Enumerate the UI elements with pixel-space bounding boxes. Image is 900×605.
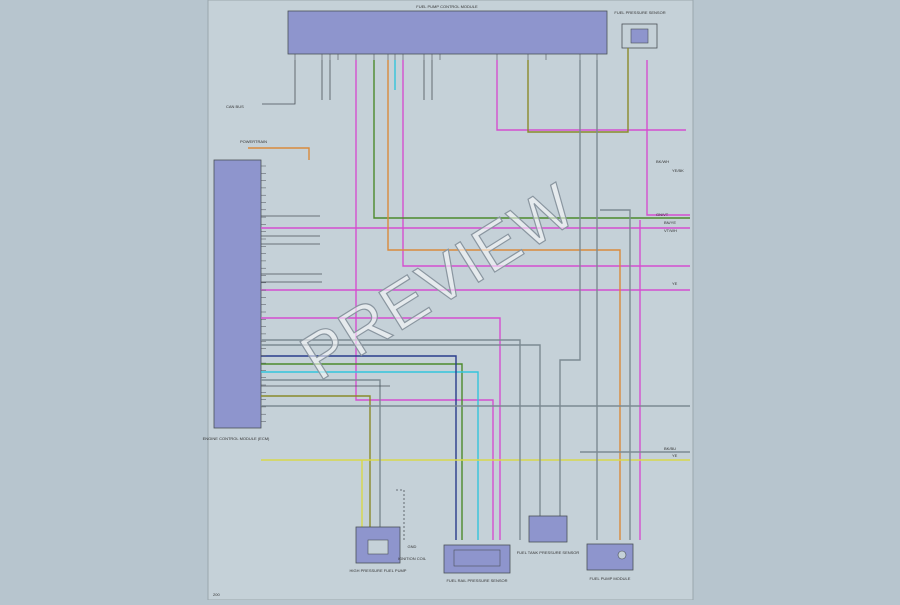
component-fuel-rail-sensor-inner [453,549,501,567]
wire-label-right-2: YE/BK [672,168,684,173]
wire-navy-1 [261,355,457,540]
component-fuel-tank-sensor [528,515,568,543]
wire-magenta-7 [261,317,501,540]
wire-label-right-1: BK/WH [656,159,669,164]
top-connector-pins [294,54,598,60]
fuel-pressure-sensor-inner [630,28,649,44]
wire-olive-2 [261,395,371,540]
component-fuel-tank-sensor-label: FUEL TANK PRESSURE SENSOR [517,550,580,555]
component-high-pressure-pump-inner [367,539,389,555]
component-fuel-rail-sensor [443,544,511,574]
fuel-pump-control-module-label: FUEL PUMP CONTROL MODULE [416,4,478,9]
component-ignition-coil-label: IGNITION COIL [398,556,427,561]
ground-label: GND [408,544,417,549]
component-high-pressure-pump-label: HIGH PRESSURE FUEL PUMP [350,568,407,573]
component-fuel-rail-sensor-label: FUEL RAIL PRESSURE SENSOR [446,578,507,583]
wire-label-right-5: VT/WH [664,228,677,233]
engine-control-module [213,159,262,429]
right-wire-labels: BK/WH YE/BK GN/VT BN/YE VT/WH YE BK/BU Y… [226,104,684,458]
wire-dark-12 [396,489,405,540]
wire-orange-2 [387,60,621,540]
wire-gray-4 [261,339,521,540]
wire-gray-7 [600,209,631,540]
wire-green-1 [373,60,690,219]
page-number: 200 [213,592,220,597]
fuel-pump-control-module [287,10,608,55]
wire-label-left-ref: CAN BUS [226,104,244,109]
bottom-components: HIGH PRESSURE FUEL PUMP FUEL RAIL PRESSU… [350,515,634,583]
component-fuel-pump-module [586,543,634,571]
wire-set [248,48,690,540]
wire-label-right-4: BN/YE [664,220,676,225]
wire-label-right-7: BK/BU [664,446,676,451]
engine-control-module-label: ENGINE CONTROL MODULE (ECM) [203,436,270,441]
component-fuel-pump-module-label: FUEL PUMP MODULE [590,576,631,581]
wire-gray-6 [261,379,381,540]
wire-label-right-6: YE [672,281,678,286]
wire-magenta-3 [496,60,686,131]
wire-magenta-4 [646,60,690,216]
ecm-pin-ticks [261,165,266,422]
wire-orange-1 [248,147,310,160]
note-left: POWERTRAIN [240,139,267,144]
wire-label-right-3: GN/VT [656,212,669,217]
component-fuel-pump-motor [617,550,627,560]
wire-gray-1 [559,60,581,540]
wire-green-2 [261,363,463,540]
wire-cyan-2 [261,371,479,540]
diagram-sheet [207,0,694,601]
wire-magenta-2 [402,60,690,267]
wire-olive-1 [527,48,629,133]
wire-gray-5 [261,344,541,540]
fuel-pressure-sensor-label: FUEL PRESSURE SENSOR [614,10,665,15]
wire-label-right-8: YE [672,453,678,458]
wire-magenta-1 [355,60,494,540]
wire-dark-1 [262,60,296,105]
